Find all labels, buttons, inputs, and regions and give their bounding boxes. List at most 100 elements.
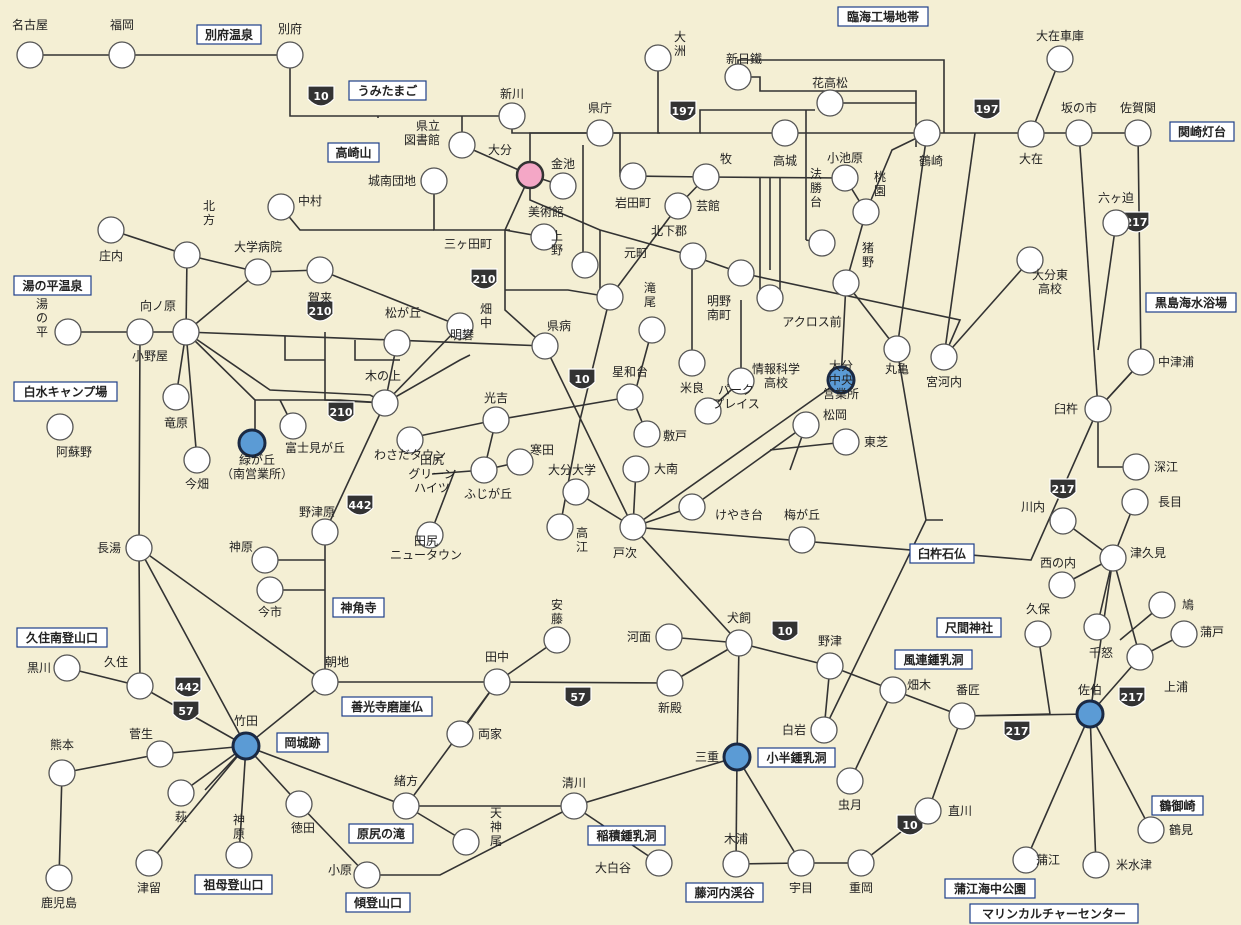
stop-oshiroya[interactable]: 大白谷 — [595, 849, 673, 877]
stop-kitakata[interactable]: 北方 — [173, 199, 215, 269]
stop-marker[interactable] — [279, 412, 307, 440]
stop-kamiura[interactable]: 上浦 — [1126, 643, 1188, 694]
stop-marker[interactable] — [656, 669, 684, 697]
stop-saiki[interactable]: 佐伯 — [1075, 682, 1105, 729]
stop-marker[interactable] — [48, 759, 76, 787]
stop-kawachi[interactable]: 川内 — [1021, 500, 1077, 535]
stop-marker[interactable] — [16, 41, 44, 69]
stop-kiyokawa[interactable]: 清川 — [560, 776, 588, 820]
stop-marker[interactable] — [46, 413, 74, 441]
stop-marker[interactable] — [267, 193, 295, 221]
stop-beppu[interactable]: 別府 — [276, 21, 304, 69]
stop-tashiri-green-heights[interactable]: 田尻グリーンハイツ — [408, 453, 455, 495]
stop-marker[interactable] — [1048, 571, 1076, 599]
stop-marker[interactable] — [816, 89, 844, 117]
stop-marker[interactable] — [1137, 816, 1165, 844]
stop-marker[interactable] — [852, 198, 880, 226]
stop-marker[interactable] — [1124, 119, 1152, 147]
stop-marker[interactable] — [108, 41, 136, 69]
stop-marker[interactable] — [371, 389, 399, 417]
stop-ryoke[interactable]: 両家 — [446, 720, 502, 748]
stop-taketsuru-kou[interactable]: 高江 — [546, 513, 588, 554]
stop-marker[interactable] — [913, 119, 941, 147]
stop-kinoue[interactable]: 木の上 — [365, 369, 401, 417]
stop-ume[interactable]: 宇目 — [787, 849, 815, 895]
stop-marker[interactable] — [771, 119, 799, 147]
stop-marker[interactable] — [135, 849, 163, 877]
stop-marker[interactable] — [420, 167, 448, 195]
stop-mukainohara[interactable]: 向ノ原 — [140, 298, 200, 346]
stop-oita-daigaku[interactable]: 大分大学 — [548, 462, 596, 506]
stop-shonai[interactable]: 庄内 — [97, 216, 125, 263]
stop-kitashimogori[interactable]: 北下郡 — [651, 224, 707, 270]
stop-shinkawa[interactable]: 新川 — [498, 86, 526, 130]
stop-tenjinbi[interactable]: 天神尾 — [452, 806, 502, 856]
stop-kencho[interactable]: 県庁 — [586, 101, 614, 147]
stop-fukae[interactable]: 深江 — [1122, 453, 1178, 481]
stop-marker[interactable] — [549, 172, 577, 200]
stop-hoshiwadai[interactable]: 星和台 — [612, 364, 648, 411]
stop-daigaku-byoin[interactable]: 大学病院 — [234, 239, 282, 286]
stop-marker[interactable] — [1084, 395, 1112, 423]
stop-mitsuyoshi[interactable]: 光吉 — [482, 391, 510, 434]
stop-onoya[interactable]: 小野屋 — [126, 318, 168, 363]
stop-marker[interactable] — [1099, 544, 1127, 572]
stop-park-place[interactable]: パークプレイス — [694, 383, 760, 425]
stop-imahata[interactable]: 今畑 — [183, 446, 211, 491]
stop-marker[interactable] — [53, 654, 81, 682]
stop-marker[interactable] — [678, 349, 706, 377]
stop-fujimigaoka[interactable]: 富士見が丘 — [279, 412, 345, 455]
stop-marker[interactable] — [562, 478, 590, 506]
stop-obara[interactable]: 小原 — [328, 861, 381, 889]
stop-kanda[interactable]: 寒田 — [506, 442, 554, 476]
stop-tsuruya[interactable]: 蒲戸 — [1170, 620, 1224, 648]
stop-ando[interactable]: 安藤 — [543, 597, 571, 654]
stop-tanaka[interactable]: 田中 — [483, 649, 511, 696]
stop-naokawa[interactable]: 直川 — [914, 797, 972, 825]
stop-marker[interactable] — [237, 428, 267, 458]
stop-marker[interactable] — [483, 668, 511, 696]
stop-marker[interactable] — [446, 312, 474, 340]
stop-yunohira[interactable]: 湯の平 — [36, 297, 82, 346]
stop-yonera[interactable]: 米良 — [678, 349, 706, 395]
stop-ominami[interactable]: 大南 — [622, 455, 678, 483]
stop-midorigaoka[interactable]: 緑が丘（南営業所） — [221, 428, 293, 481]
stop-marker[interactable] — [506, 448, 534, 476]
stop-taketa[interactable]: 竹田 — [231, 714, 261, 761]
stop-marker[interactable] — [311, 668, 339, 696]
stop-nishinouchi[interactable]: 西の内 — [1040, 556, 1076, 599]
stop-kubo[interactable]: 久保 — [1024, 602, 1052, 648]
stop-marker[interactable] — [645, 849, 673, 877]
stop-marker[interactable] — [1016, 246, 1044, 274]
stop-marker[interactable] — [1024, 620, 1052, 648]
stop-imaichi[interactable]: 今市 — [256, 576, 284, 619]
stop-marker[interactable] — [1017, 120, 1045, 148]
stop-mitagacho[interactable]: 三ヶ田町 — [444, 237, 492, 251]
stop-shikido[interactable]: 敷戸 — [633, 420, 687, 448]
stop-marker[interactable] — [126, 672, 154, 700]
stop-marker[interactable] — [586, 119, 614, 147]
stop-fukuoka[interactable]: 福岡 — [108, 17, 136, 69]
stop-marker[interactable] — [225, 841, 253, 869]
stop-marker[interactable] — [383, 329, 411, 357]
stop-hosho-dai[interactable]: 法勝台 — [808, 167, 836, 257]
stop-mie[interactable]: 三重 — [695, 742, 752, 772]
stop-marker[interactable] — [183, 446, 211, 474]
stop-marker[interactable] — [622, 455, 650, 483]
stop-marker[interactable] — [172, 318, 200, 346]
stop-nagayu[interactable]: 長湯 — [97, 534, 153, 562]
stop-marker[interactable] — [97, 216, 125, 244]
stop-marker[interactable] — [311, 518, 339, 546]
stop-marker[interactable] — [1082, 851, 1110, 879]
stop-marker[interactable] — [244, 258, 272, 286]
stop-marker[interactable] — [446, 720, 474, 748]
stop-geikan[interactable]: 芸館 — [664, 192, 720, 220]
stop-hatanaka[interactable]: 畑中 — [446, 302, 492, 340]
stop-marker[interactable] — [810, 716, 838, 744]
stop-nagoya[interactable]: 名古屋 — [12, 17, 48, 69]
stop-marker[interactable] — [655, 623, 683, 651]
stop-marker[interactable] — [1148, 591, 1176, 619]
stop-mushizuki[interactable]: 虫月 — [836, 767, 864, 812]
stop-oita-chuo-eigyosho[interactable]: 大分中央営業所 — [823, 359, 859, 401]
stop-shima[interactable]: 鳩 — [1148, 591, 1194, 619]
